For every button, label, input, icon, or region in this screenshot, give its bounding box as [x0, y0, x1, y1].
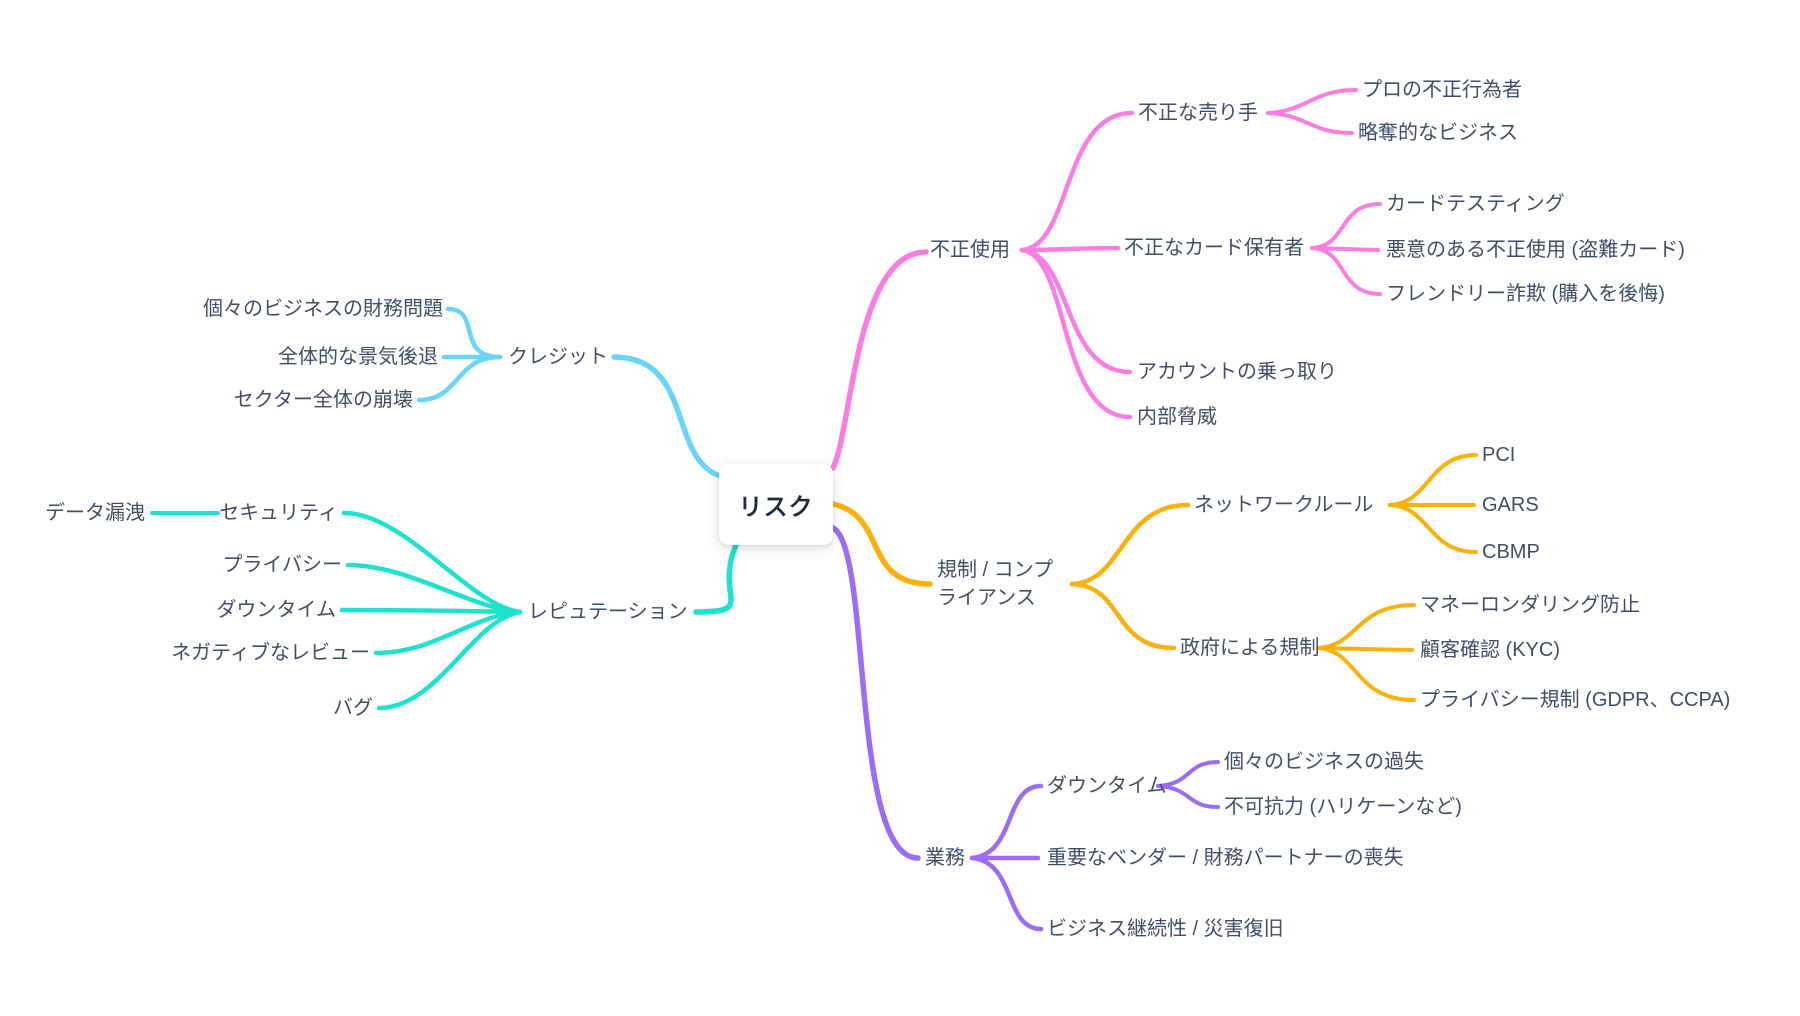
node-credit-recession[interactable]: 全体的な景気後退: [278, 346, 438, 368]
node-fraud[interactable]: 不正使用: [930, 239, 1010, 261]
edge-root-operations: [830, 525, 921, 861]
node-cardholders-friendly-fraud[interactable]: フレンドリー詐欺 (購入を後悔): [1386, 283, 1665, 305]
edge-credit-sector-collapse: [416, 354, 503, 403]
node-government-aml[interactable]: マネーロンダリング防止: [1420, 594, 1640, 616]
edge-cardholders-friendly-fraud: [1310, 246, 1382, 296]
edge-credit-financial-problems: [445, 306, 503, 360]
node-operations-downtime[interactable]: ダウンタイム: [1047, 775, 1167, 797]
edge-root-credit: [611, 354, 723, 479]
edge-fraud-fraudulent-sellers: [1019, 110, 1135, 253]
node-government-kyc[interactable]: 顧客確認 (KYC): [1420, 639, 1560, 661]
node-fraud-fraudulent-sellers[interactable]: 不正な売り手: [1138, 102, 1258, 124]
node-operations-continuity[interactable]: ビジネス継続性 / 災害復旧: [1047, 918, 1284, 940]
edge-government-privacy-regulation: [1316, 646, 1416, 702]
edge-network-cbmp: [1388, 503, 1478, 554]
node-network-cbmp[interactable]: CBMP: [1482, 541, 1540, 563]
node-credit[interactable]: クレジット: [508, 346, 608, 368]
edge-root-reputation: [693, 542, 739, 615]
edge-fraud-insider-threat: [1019, 247, 1133, 420]
node-operations-vendor-loss[interactable]: 重要なベンダー / 財務パートナーの喪失: [1047, 847, 1404, 869]
node-fraud-fraudulent-cardholders[interactable]: 不正なカード保有者: [1124, 237, 1304, 259]
edge-operations-continuity: [969, 855, 1044, 932]
edge-government-kyc: [1316, 646, 1414, 652]
edge-sellers-predatory-business: [1266, 111, 1354, 135]
edge-reputation-security: [341, 510, 523, 615]
node-reputation-privacy[interactable]: プライバシー: [222, 554, 342, 576]
node-government-privacy-regulation[interactable]: プライバシー規制 (GDPR、CCPA): [1420, 689, 1731, 711]
node-operations[interactable]: 業務: [925, 847, 965, 869]
node-security-data-leak[interactable]: データ漏洩: [45, 502, 145, 524]
node-fraud-insider-threat[interactable]: 内部脅威: [1137, 406, 1217, 428]
edge-compliance-government-regulation: [1069, 581, 1177, 651]
edge-reputation-negative-reviews: [373, 609, 523, 656]
edge-fraud-account-takeover: [1019, 247, 1133, 375]
edge-reputation-privacy: [345, 562, 523, 615]
node-compliance[interactable]: 規制 / コンプライアンス: [937, 559, 1054, 609]
edge-operations-downtime: [969, 783, 1044, 861]
edge-root-compliance: [830, 501, 933, 587]
node-reputation-downtime[interactable]: ダウンタイム: [216, 599, 336, 621]
edge-downtime-force-majeure: [1156, 784, 1220, 809]
node-reputation-negative-reviews[interactable]: ネガティブなレビュー: [171, 642, 370, 664]
edge-downtime-business-negligence: [1156, 760, 1220, 788]
edge-reputation-downtime: [339, 607, 523, 615]
node-compliance-network-rules[interactable]: ネットワークルール: [1194, 494, 1374, 516]
edge-compliance-network-rules: [1069, 502, 1191, 587]
node-network-gars[interactable]: GARS: [1482, 494, 1539, 516]
node-fraud-account-takeover[interactable]: アカウントの乗っ取り: [1137, 361, 1337, 383]
node-credit-financial-problems[interactable]: 個々のビジネスの財務問題: [203, 298, 443, 320]
node-downtime-business-negligence[interactable]: 個々のビジネスの過失: [1224, 751, 1424, 773]
node-cardholders-card-testing[interactable]: カードテスティング: [1386, 193, 1565, 215]
node-credit-sector-collapse[interactable]: セクター全体の崩壊: [233, 389, 413, 411]
root-node-risk[interactable]: リスク: [719, 464, 833, 545]
edge-reputation-bugs: [376, 609, 523, 711]
node-compliance-government-regulation[interactable]: 政府による規制: [1180, 637, 1320, 659]
node-reputation[interactable]: レピュテーション: [528, 601, 688, 623]
edge-cardholders-card-testing: [1310, 202, 1382, 250]
edge-government-aml: [1316, 603, 1416, 650]
node-reputation-bugs[interactable]: バグ: [333, 697, 373, 719]
node-sellers-predatory-business[interactable]: 略奪的なビジネス: [1358, 122, 1518, 144]
edge-sellers-professional-fraudsters: [1266, 88, 1358, 115]
edge-fraud-fraudulent-cardholders: [1019, 245, 1121, 253]
node-network-pci[interactable]: PCI: [1482, 444, 1516, 466]
edge-network-pci: [1388, 453, 1478, 507]
node-downtime-force-majeure[interactable]: 不可抗力 (ハリケーンなど): [1224, 796, 1462, 818]
node-reputation-security[interactable]: セキュリティ: [219, 502, 338, 524]
edge-root-fraud: [830, 249, 929, 471]
node-sellers-professional-fraudsters[interactable]: プロの不正行為者: [1362, 79, 1522, 101]
node-cardholders-malicious-fraud[interactable]: 悪意のある不正使用 (盗難カード): [1386, 239, 1685, 261]
